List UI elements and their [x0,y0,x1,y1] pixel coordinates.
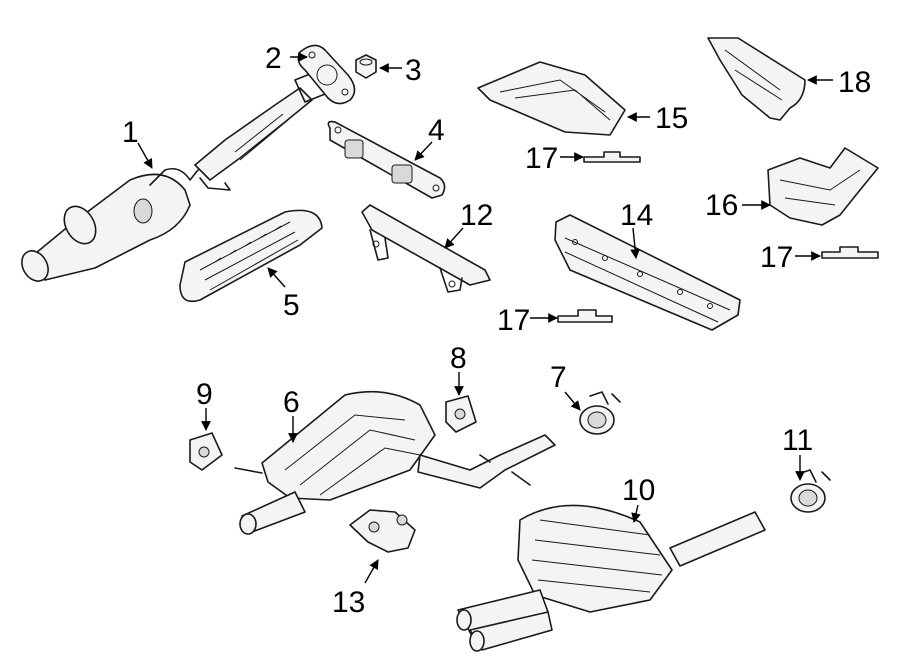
clip-part[interactable] [821,246,879,259]
callout-14: 14 [620,199,653,232]
hanger-bracket-part[interactable] [327,120,446,199]
gasket-part[interactable] [297,44,356,105]
callout-12: 12 [460,199,493,232]
callout-6: 6 [283,386,300,419]
crossmember-bracket-part[interactable] [361,204,491,293]
rubber-mount-left-part[interactable] [189,432,223,471]
callout-2: 2 [265,42,282,75]
crossmember-part[interactable] [554,214,741,331]
callout-17: 17 [497,304,530,337]
callout-15: 15 [655,102,688,135]
pipe-clamp-part[interactable] [579,391,621,435]
nut-part[interactable] [355,54,377,79]
callout-1: 1 [122,116,139,149]
callout-4: 4 [428,114,445,147]
clip-part[interactable] [557,309,613,323]
clip-part[interactable] [583,151,641,163]
lower-heat-shield-part[interactable] [179,209,323,303]
callout-11: 11 [782,424,813,457]
leader-lines [137,52,833,584]
callout-8: 8 [450,342,467,375]
callout-3: 3 [405,54,422,87]
pipe-clamp-rear-part[interactable] [790,469,831,513]
rubber-mount-right-part[interactable] [445,395,477,433]
callout-18: 18 [838,66,871,99]
callout-16: 16 [705,189,738,222]
center-muffler-part[interactable] [234,390,556,535]
callout-10: 10 [622,474,655,507]
callout-9: 9 [196,378,213,411]
callout-7: 7 [550,361,567,394]
side-heat-shield-part[interactable] [767,147,879,226]
callout-13: 13 [332,586,365,619]
callout-labels: 1 2 3 4 5 6 7 8 9 10 11 12 13 14 15 16 1… [122,42,871,619]
upper-heat-shield-part[interactable] [477,61,626,136]
rear-shield-part[interactable] [707,37,806,121]
muffler-hanger-part[interactable] [349,509,416,553]
catalytic-converter-part[interactable] [17,69,331,286]
rear-muffler-part[interactable] [456,504,766,652]
callout-5: 5 [283,289,300,322]
callout-17: 17 [760,241,793,274]
callout-17: 17 [525,142,558,175]
